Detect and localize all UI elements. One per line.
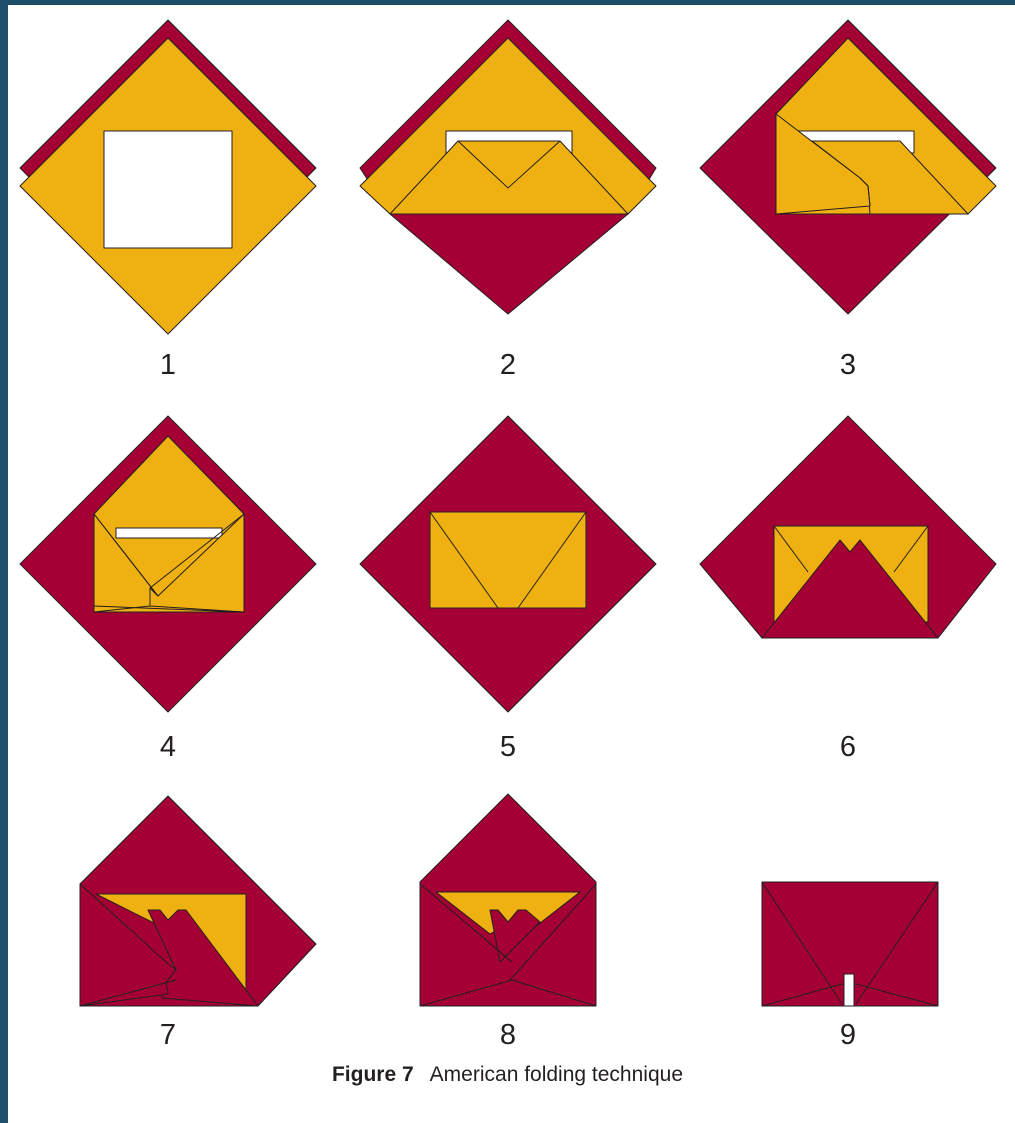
step-7-illustration	[80, 796, 316, 1006]
step-4-illustration	[20, 416, 316, 712]
step-7-number: 7	[160, 1019, 176, 1051]
step-9-number: 9	[840, 1019, 856, 1051]
step-8-number: 8	[500, 1019, 516, 1051]
step-8-illustration	[420, 794, 596, 1006]
step-2-illustration	[360, 20, 656, 314]
step-3-illustration	[700, 20, 996, 314]
figure-title: American folding technique	[430, 1063, 683, 1086]
step-1-card	[104, 131, 232, 248]
step-5-illustration	[360, 416, 656, 712]
step-1-illustration	[20, 20, 316, 334]
step-1-number: 1	[160, 349, 176, 381]
step-9-illustration	[762, 882, 938, 1006]
step-2-number: 2	[500, 349, 516, 381]
figure-caption: Figure 7 American folding technique	[0, 1063, 1015, 1087]
step-6-illustration	[700, 416, 996, 638]
step-4-card-edge	[116, 528, 222, 538]
step-3-number: 3	[840, 349, 856, 381]
step-6-number: 6	[840, 731, 856, 763]
step-4-number: 4	[160, 731, 176, 763]
figure-label: Figure 7	[332, 1063, 414, 1086]
step-5-folded-panel	[430, 512, 586, 608]
step-9-card-edge	[844, 974, 854, 1006]
step-5-number: 5	[500, 731, 516, 763]
